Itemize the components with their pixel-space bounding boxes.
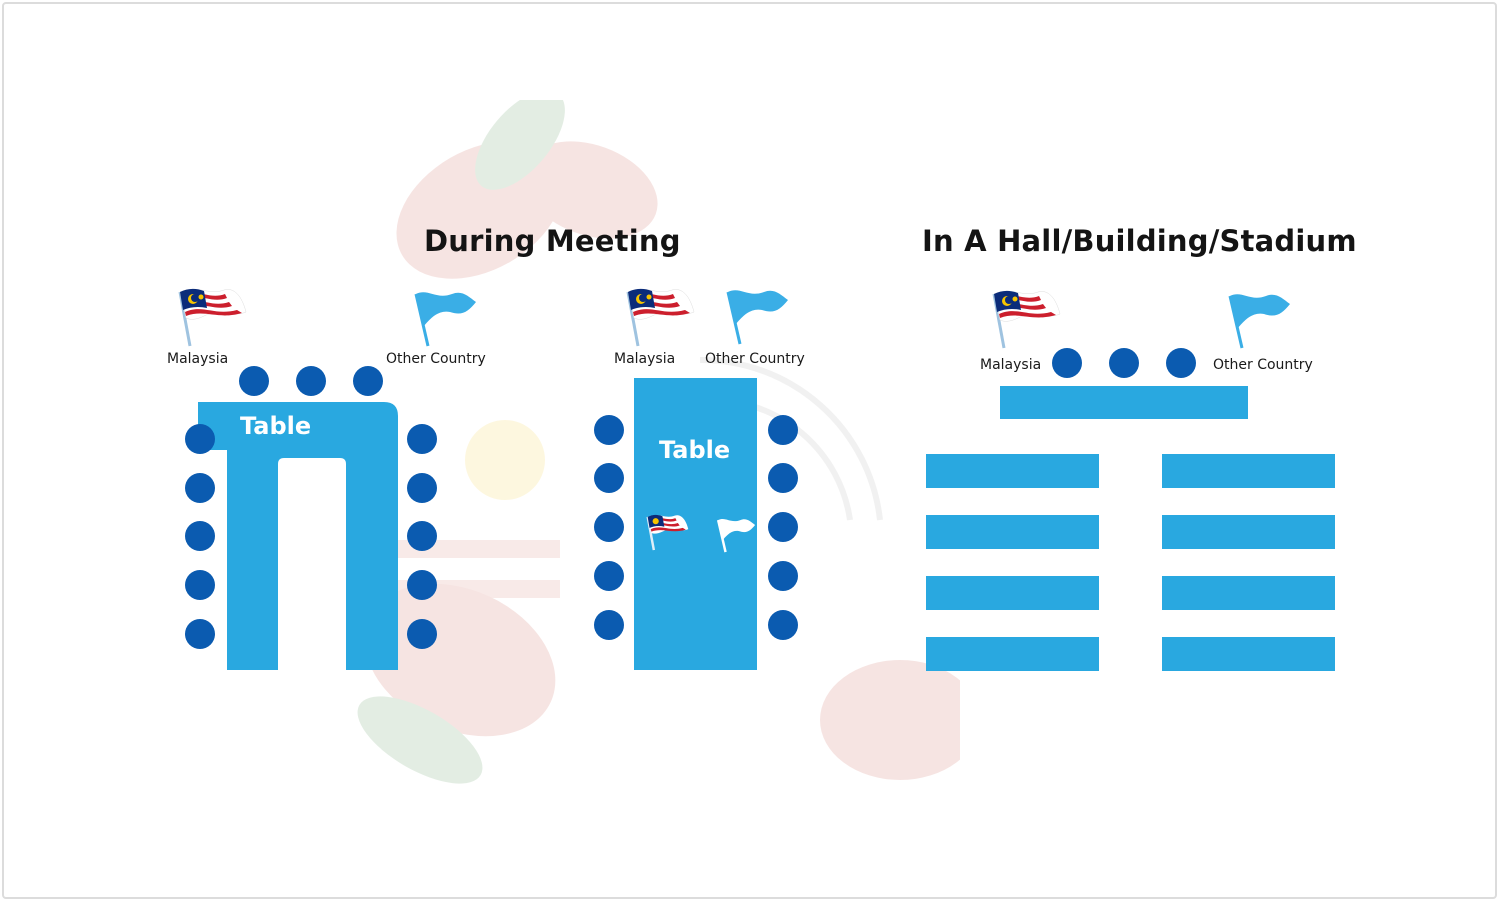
title-hall-building-stadium: In A Hall/Building/Stadium	[922, 224, 1357, 258]
table-label-2: Table	[659, 436, 731, 464]
seat	[185, 521, 215, 551]
seat	[1166, 348, 1196, 378]
seat	[407, 570, 437, 600]
seat	[1109, 348, 1139, 378]
audience-row-right	[1162, 454, 1335, 488]
seat	[185, 473, 215, 503]
audience-row-left	[926, 576, 1099, 610]
label-malaysia-1: Malaysia	[167, 351, 229, 367]
seat	[185, 619, 215, 649]
malaysia-desk-flag-icon	[646, 514, 689, 551]
malaysia-flag-icon	[626, 288, 695, 347]
seat	[296, 366, 326, 396]
audience-row-left	[926, 515, 1099, 549]
audience-row-left	[926, 637, 1099, 671]
seat	[407, 424, 437, 454]
label-malaysia-2: Malaysia	[614, 351, 676, 367]
seat	[1052, 348, 1082, 378]
malaysia-flag-icon	[992, 290, 1061, 349]
seat	[407, 521, 437, 551]
title-during-meeting: During Meeting	[424, 224, 681, 258]
malaysia-flag-icon	[178, 288, 247, 347]
seat	[594, 561, 624, 591]
seat	[768, 610, 798, 640]
label-other-country-3: Other Country	[1213, 357, 1313, 373]
audience-row-right	[1162, 515, 1335, 549]
audience-row-left	[926, 454, 1099, 488]
seat	[768, 463, 798, 493]
seat	[594, 415, 624, 445]
seat	[768, 415, 798, 445]
head-table	[1000, 386, 1248, 419]
other-country-flag-icon	[414, 292, 476, 347]
seat	[185, 424, 215, 454]
other-country-flag-icon	[1228, 294, 1290, 349]
seat	[407, 473, 437, 503]
label-malaysia-3: Malaysia	[980, 357, 1042, 373]
seat	[768, 512, 798, 542]
label-other-country-1: Other Country	[386, 351, 486, 367]
seat	[594, 463, 624, 493]
seat	[594, 610, 624, 640]
audience-row-right	[1162, 637, 1335, 671]
u-shaped-table	[198, 402, 398, 670]
seat	[594, 512, 624, 542]
other-country-desk-flag-icon	[716, 519, 756, 553]
seat	[407, 619, 437, 649]
seat	[185, 570, 215, 600]
other-country-flag-icon	[726, 290, 788, 345]
seat	[768, 561, 798, 591]
seat	[353, 366, 383, 396]
table-label-1: Table	[240, 412, 312, 440]
label-other-country-2: Other Country	[705, 351, 805, 367]
audience-row-right	[1162, 576, 1335, 610]
seat	[239, 366, 269, 396]
